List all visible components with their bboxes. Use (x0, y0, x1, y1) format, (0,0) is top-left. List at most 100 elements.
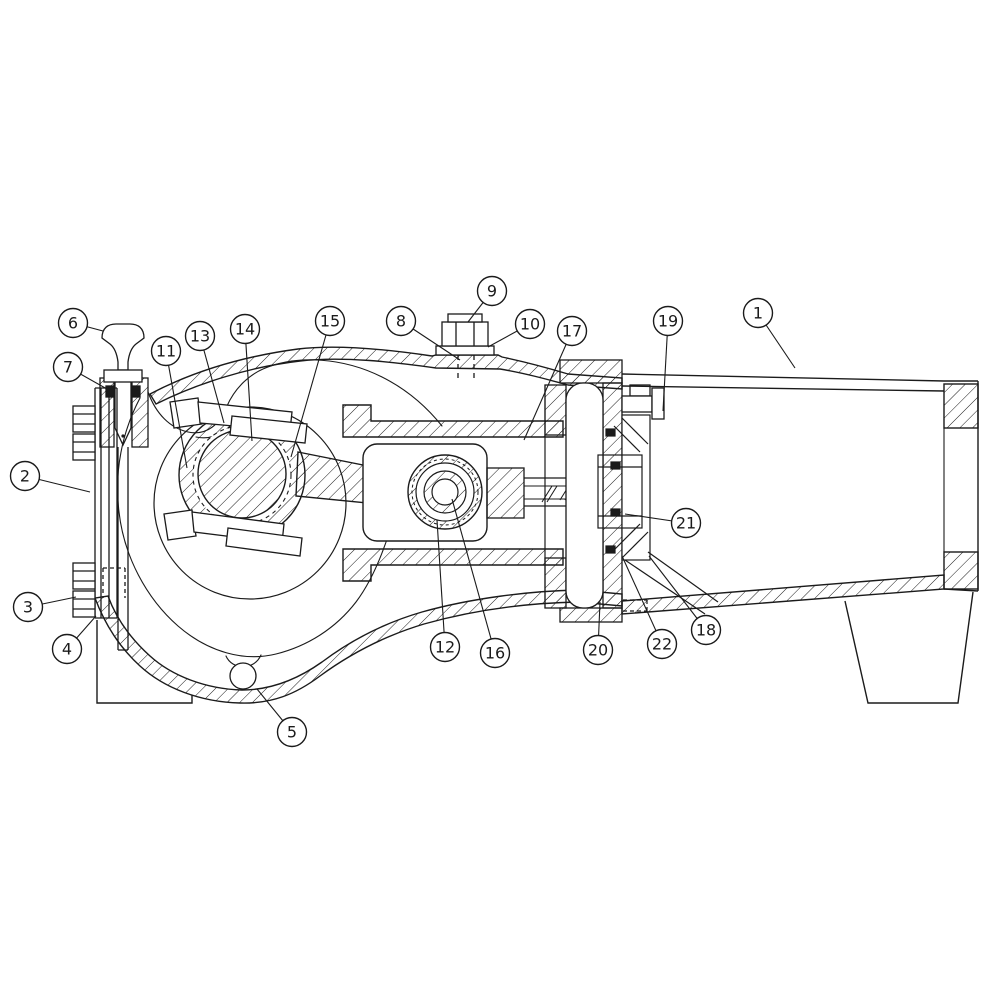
cover-bolts (72, 405, 96, 618)
callout-19: 19 (652, 305, 684, 412)
cover-bolt (72, 590, 96, 618)
crankpin (197, 429, 287, 519)
callout-balloon (742, 297, 774, 329)
callout-balloon (646, 628, 678, 660)
callout-21: 21 (624, 507, 702, 539)
callout-22: 22 (621, 555, 678, 660)
end-flange (943, 380, 979, 592)
callout-number: 12 (435, 638, 455, 657)
callout-number: 10 (520, 315, 540, 334)
callout-6: 6 (57, 307, 104, 339)
callout-leader (290, 320, 331, 458)
callout-balloon (276, 716, 308, 748)
filler-bolt (435, 313, 495, 378)
hidden-dowel-lines (102, 567, 126, 598)
callout-balloon (229, 313, 261, 345)
callout-7: 7 (52, 351, 108, 390)
callout-leader (523, 330, 573, 441)
callout-leader (244, 328, 253, 442)
callout-balloon (652, 305, 684, 337)
callout-balloon (51, 633, 83, 665)
callout-balloon (670, 507, 702, 539)
cover-bolt (72, 405, 96, 433)
callout-balloon (12, 591, 44, 623)
dipstick-handle (101, 323, 145, 371)
callout-number: 19 (658, 312, 678, 331)
callout-leader (165, 350, 188, 469)
callout-balloon (582, 634, 614, 666)
callout-13: 13 (184, 320, 225, 424)
gland-stack (597, 414, 651, 561)
callout-number: 16 (485, 644, 505, 663)
callout-number: 5 (287, 723, 297, 742)
drain-hole (229, 662, 257, 690)
callout-15: 15 (290, 305, 346, 458)
filler-bolt-head (441, 321, 489, 347)
callout-balloon (184, 320, 216, 352)
callout-18: 18 (648, 555, 722, 646)
dipstick-flange (103, 369, 143, 383)
callout-balloon (476, 275, 508, 307)
big-end-bearing (178, 411, 306, 539)
seal-element (610, 508, 621, 517)
callout-number: 15 (320, 312, 340, 331)
callout-16: 16 (451, 498, 511, 669)
callout-number: 9 (487, 282, 497, 301)
seal-element (605, 428, 616, 437)
callout-8: 8 (385, 305, 461, 361)
callout-balloon (479, 637, 511, 669)
mounting-foot-left (96, 620, 193, 704)
housing-window (565, 382, 604, 609)
callout-5: 5 (256, 688, 308, 748)
callout-number: 17 (562, 322, 582, 341)
callout-leader (621, 555, 663, 645)
callout-number: 3 (23, 598, 33, 617)
callout-number: 7 (63, 358, 73, 377)
callout-4: 4 (51, 615, 97, 665)
crosshead-pin (407, 454, 483, 530)
callout-balloon (429, 631, 461, 663)
callout-14: 14 (229, 313, 261, 442)
callout-balloon (556, 315, 588, 347)
callout-12: 12 (429, 519, 461, 663)
callout-balloon (690, 614, 722, 646)
mounting-foot-right (844, 591, 974, 704)
callout-number: 11 (156, 342, 176, 361)
callout-number: 14 (235, 320, 255, 339)
stud-bolt (621, 384, 665, 420)
callout-leader (648, 555, 707, 631)
callout-balloon (57, 307, 89, 339)
seal-element (605, 545, 616, 554)
cover-bolt (72, 433, 96, 461)
callout-number: 8 (396, 312, 406, 331)
callout-number: 4 (62, 640, 72, 659)
callout-number: 1 (753, 304, 763, 323)
seal-ring (105, 385, 115, 398)
callout-balloon (52, 351, 84, 383)
bearing-shell (192, 425, 292, 525)
callout-leader (436, 519, 446, 648)
callout-17: 17 (523, 315, 588, 441)
seal-ring (131, 385, 141, 398)
callout-2: 2 (9, 460, 91, 493)
callout-11: 11 (150, 335, 188, 469)
callout-3: 3 (12, 591, 77, 623)
rod-nut (486, 467, 525, 519)
callout-number: 2 (20, 467, 30, 486)
callout-number: 13 (190, 327, 210, 346)
seal-housing (544, 359, 623, 623)
callout-number: 21 (676, 514, 696, 533)
callout-balloon (514, 308, 546, 340)
callout-balloon (9, 460, 41, 492)
seal-element (610, 461, 621, 470)
callout-balloon (385, 305, 417, 337)
callout-number: 22 (652, 635, 672, 654)
callout-10: 10 (487, 308, 546, 348)
callout-1: 1 (742, 297, 796, 369)
cover-bolt (72, 562, 96, 590)
callout-balloon (150, 335, 182, 367)
callout-number: 18 (696, 621, 716, 640)
